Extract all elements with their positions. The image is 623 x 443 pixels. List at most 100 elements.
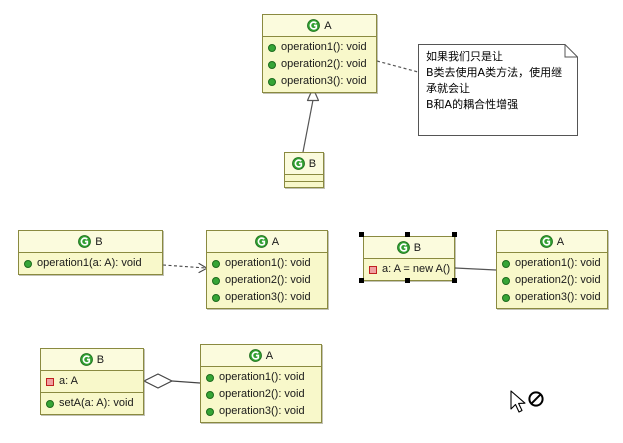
public-member-icon xyxy=(502,293,510,302)
selection-handle-top-right[interactable] xyxy=(452,232,457,237)
uml-class-header: A xyxy=(263,15,376,37)
member-label: a: A = new A() xyxy=(382,263,451,275)
selection-handle-bottom-left[interactable] xyxy=(359,278,364,283)
public-member-icon xyxy=(212,276,220,285)
uml-class-mid-center-a[interactable]: A operation1(): void operation2(): void … xyxy=(206,230,328,309)
selection-handle-top-left[interactable] xyxy=(359,232,364,237)
public-member-icon xyxy=(502,276,510,285)
uml-operations-compartment: operation1(): void operation2(): void op… xyxy=(263,37,376,92)
uml-class-bottom-left-b[interactable]: B a: A setA(a: A): void xyxy=(40,348,144,415)
uml-member[interactable]: operation1(): void xyxy=(201,369,321,386)
uml-class-top-b[interactable]: B xyxy=(284,152,324,188)
public-member-icon xyxy=(212,259,220,268)
uml-member[interactable]: operation3(): void xyxy=(497,289,607,306)
arrow-cursor-no-drop-icon xyxy=(510,390,544,413)
class-circle-icon xyxy=(291,157,305,170)
uml-member[interactable]: operation2(): void xyxy=(207,272,327,289)
class-name-label: B xyxy=(413,241,422,254)
member-label: operation3(): void xyxy=(281,75,367,87)
uml-operations-compartment xyxy=(285,181,323,187)
uml-class-top-a[interactable]: A operation1(): void operation2(): void … xyxy=(262,14,377,93)
aggregation-connector xyxy=(143,373,201,389)
uml-member[interactable]: operation3(): void xyxy=(207,289,327,306)
member-label: operation1(): void xyxy=(281,41,367,53)
class-circle-icon xyxy=(248,349,262,362)
class-name-label: B xyxy=(95,235,103,248)
private-member-icon xyxy=(46,377,54,386)
uml-operations-compartment: setA(a: A): void xyxy=(41,392,143,414)
class-circle-icon xyxy=(539,235,553,248)
uml-member[interactable]: a: A xyxy=(41,373,143,390)
class-circle-icon xyxy=(78,235,92,248)
uml-class-header: B xyxy=(285,153,323,175)
uml-class-mid-far-right-a[interactable]: A operation1(): void operation2(): void … xyxy=(496,230,608,309)
uml-class-header: A xyxy=(497,231,607,253)
uml-attributes-compartment xyxy=(285,175,323,181)
class-name-label: A xyxy=(265,349,274,362)
uml-operations-compartment: operation1(): void operation2(): void op… xyxy=(207,253,327,308)
dependency-connector xyxy=(162,262,208,274)
member-label: operation2(): void xyxy=(225,274,311,286)
member-label: operation3(): void xyxy=(225,291,311,303)
uml-class-mid-right-b[interactable]: B a: A = new A() xyxy=(363,236,455,281)
public-member-icon xyxy=(212,293,220,302)
member-label: operation2(): void xyxy=(219,388,305,400)
class-circle-icon xyxy=(307,19,321,32)
uml-member[interactable]: operation2(): void xyxy=(263,56,376,73)
public-member-icon xyxy=(24,259,32,268)
class-name-label: A xyxy=(324,19,332,32)
uml-member[interactable]: setA(a: A): void xyxy=(41,395,143,412)
uml-attributes-compartment: a: A xyxy=(41,371,143,392)
public-member-icon xyxy=(46,399,54,408)
note-anchor-connector xyxy=(376,60,419,73)
uml-member[interactable]: operation3(): void xyxy=(263,73,376,90)
selection-handle-bottom-center[interactable] xyxy=(405,278,410,283)
member-label: a: A xyxy=(59,375,78,387)
uml-member[interactable]: operation3(): void xyxy=(201,403,321,420)
member-label: operation1(): void xyxy=(515,257,601,269)
generalization-connector xyxy=(302,87,320,153)
member-label: setA(a: A): void xyxy=(59,397,134,409)
uml-attributes-compartment: a: A = new A() xyxy=(364,259,454,280)
member-label: operation3(): void xyxy=(515,291,601,303)
selection-handle-bottom-right[interactable] xyxy=(452,278,457,283)
private-member-icon xyxy=(369,265,377,274)
public-member-icon xyxy=(268,77,276,86)
uml-member[interactable]: a: A = new A() xyxy=(364,261,454,278)
public-member-icon xyxy=(268,43,276,52)
uml-class-header: A xyxy=(207,231,327,253)
member-label: operation1(a: A): void xyxy=(37,257,142,269)
class-name-label: B xyxy=(96,353,105,366)
uml-class-mid-left-b[interactable]: B operation1(a: A): void xyxy=(18,230,163,275)
uml-member[interactable]: operation1(): void xyxy=(207,255,327,272)
note-text: 如果我们只是让 B类去使用A类方法，使用继承就会让 B和A的耦合性增强 xyxy=(426,50,563,111)
member-label: operation1(): void xyxy=(219,371,305,383)
class-name-label: A xyxy=(556,235,565,248)
uml-member[interactable]: operation2(): void xyxy=(497,272,607,289)
uml-class-header: A xyxy=(201,345,321,367)
uml-operations-compartment: operation1(): void operation2(): void op… xyxy=(201,367,321,422)
public-member-icon xyxy=(502,259,510,268)
public-member-icon xyxy=(206,373,214,382)
member-label: operation2(): void xyxy=(281,58,367,70)
uml-class-header: B xyxy=(19,231,162,253)
selection-handle-top-center[interactable] xyxy=(405,232,410,237)
uml-class-header: B xyxy=(364,237,454,259)
uml-member[interactable]: operation1(): void xyxy=(497,255,607,272)
public-member-icon xyxy=(268,60,276,69)
uml-operations-compartment: operation1(): void operation2(): void op… xyxy=(497,253,607,308)
public-member-icon xyxy=(206,407,214,416)
uml-member[interactable]: operation1(a: A): void xyxy=(19,255,162,272)
uml-class-header: B xyxy=(41,349,143,371)
uml-note-comment[interactable]: 如果我们只是让 B类去使用A类方法，使用继承就会让 B和A的耦合性增强 xyxy=(418,44,578,136)
uml-class-bottom-center-a[interactable]: A operation1(): void operation2(): void … xyxy=(200,344,322,423)
note-shape xyxy=(418,44,578,136)
public-member-icon xyxy=(206,390,214,399)
uml-member[interactable]: operation1(): void xyxy=(263,39,376,56)
class-name-label: A xyxy=(271,235,280,248)
member-label: operation3(): void xyxy=(219,405,305,417)
uml-member[interactable]: operation2(): void xyxy=(201,386,321,403)
member-label: operation1(): void xyxy=(225,257,311,269)
